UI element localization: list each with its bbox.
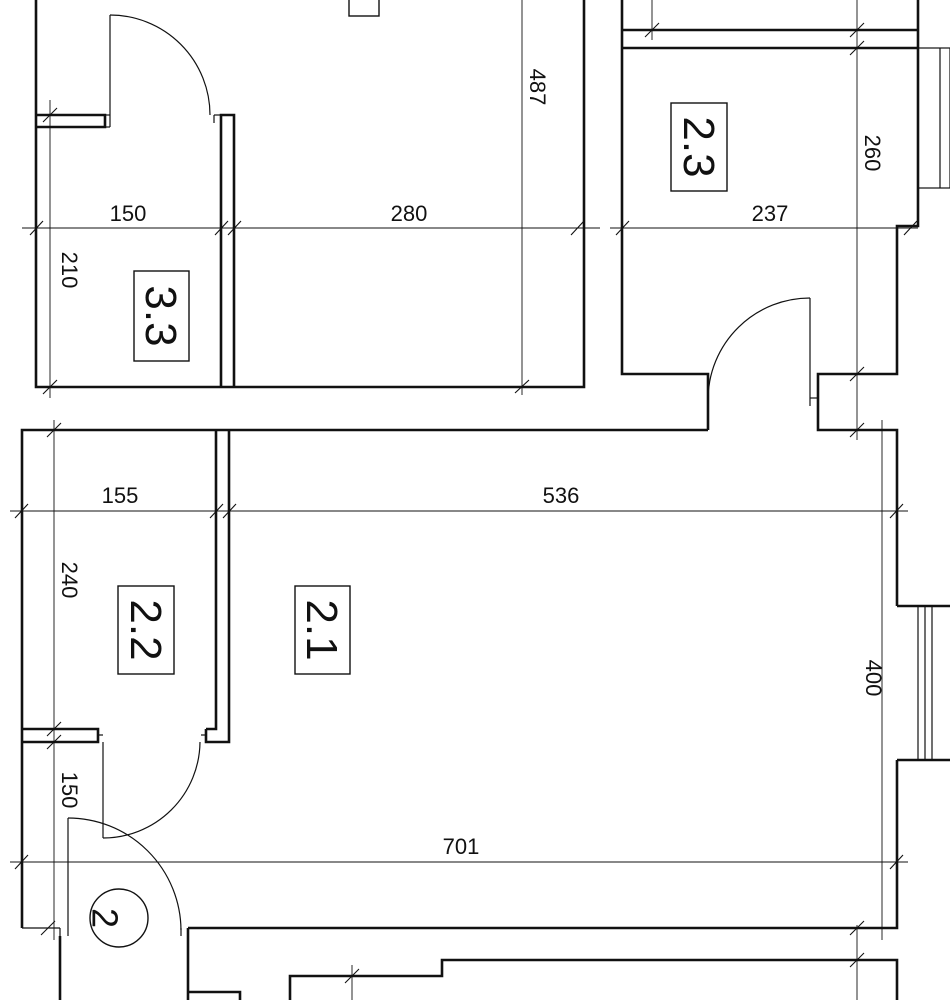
dim-280: 280 [391,201,428,226]
dimension-lines [10,0,918,1000]
room-label-top: 2 [342,0,391,17]
dim-536: 536 [543,483,580,508]
dim-155: 155 [102,483,139,508]
svg-text:2.3: 2.3 [674,116,723,177]
dim-210: 210 [57,252,82,289]
room-label-2-2: 2.2 [117,585,175,675]
dim-237: 237 [752,201,789,226]
doors [67,14,811,936]
room-label-2-3: 2.3 [670,102,728,192]
svg-text:3.3: 3.3 [136,285,185,346]
dim-260: 260 [860,135,885,172]
dimension-labels: 150 280 237 155 536 701 487 260 210 240 … [57,69,886,859]
dim-240: 240 [57,562,82,599]
dim-150-left: 150 [57,772,82,809]
dim-701: 701 [443,834,480,859]
walls [20,0,950,1000]
svg-text:2: 2 [85,908,126,928]
svg-text:2.2: 2.2 [121,599,170,660]
dim-150-top: 150 [110,201,147,226]
svg-text:2.1: 2.1 [297,599,346,660]
dim-400: 400 [861,660,886,697]
room-label-3-3: 3.3 [133,270,190,362]
room-labels: 2 3.3 2.3 2.2 2.1 [117,0,728,675]
dim-487: 487 [525,69,550,106]
apartment-number-marker: 2 [85,888,149,948]
room-label-2-1: 2.1 [294,585,351,675]
